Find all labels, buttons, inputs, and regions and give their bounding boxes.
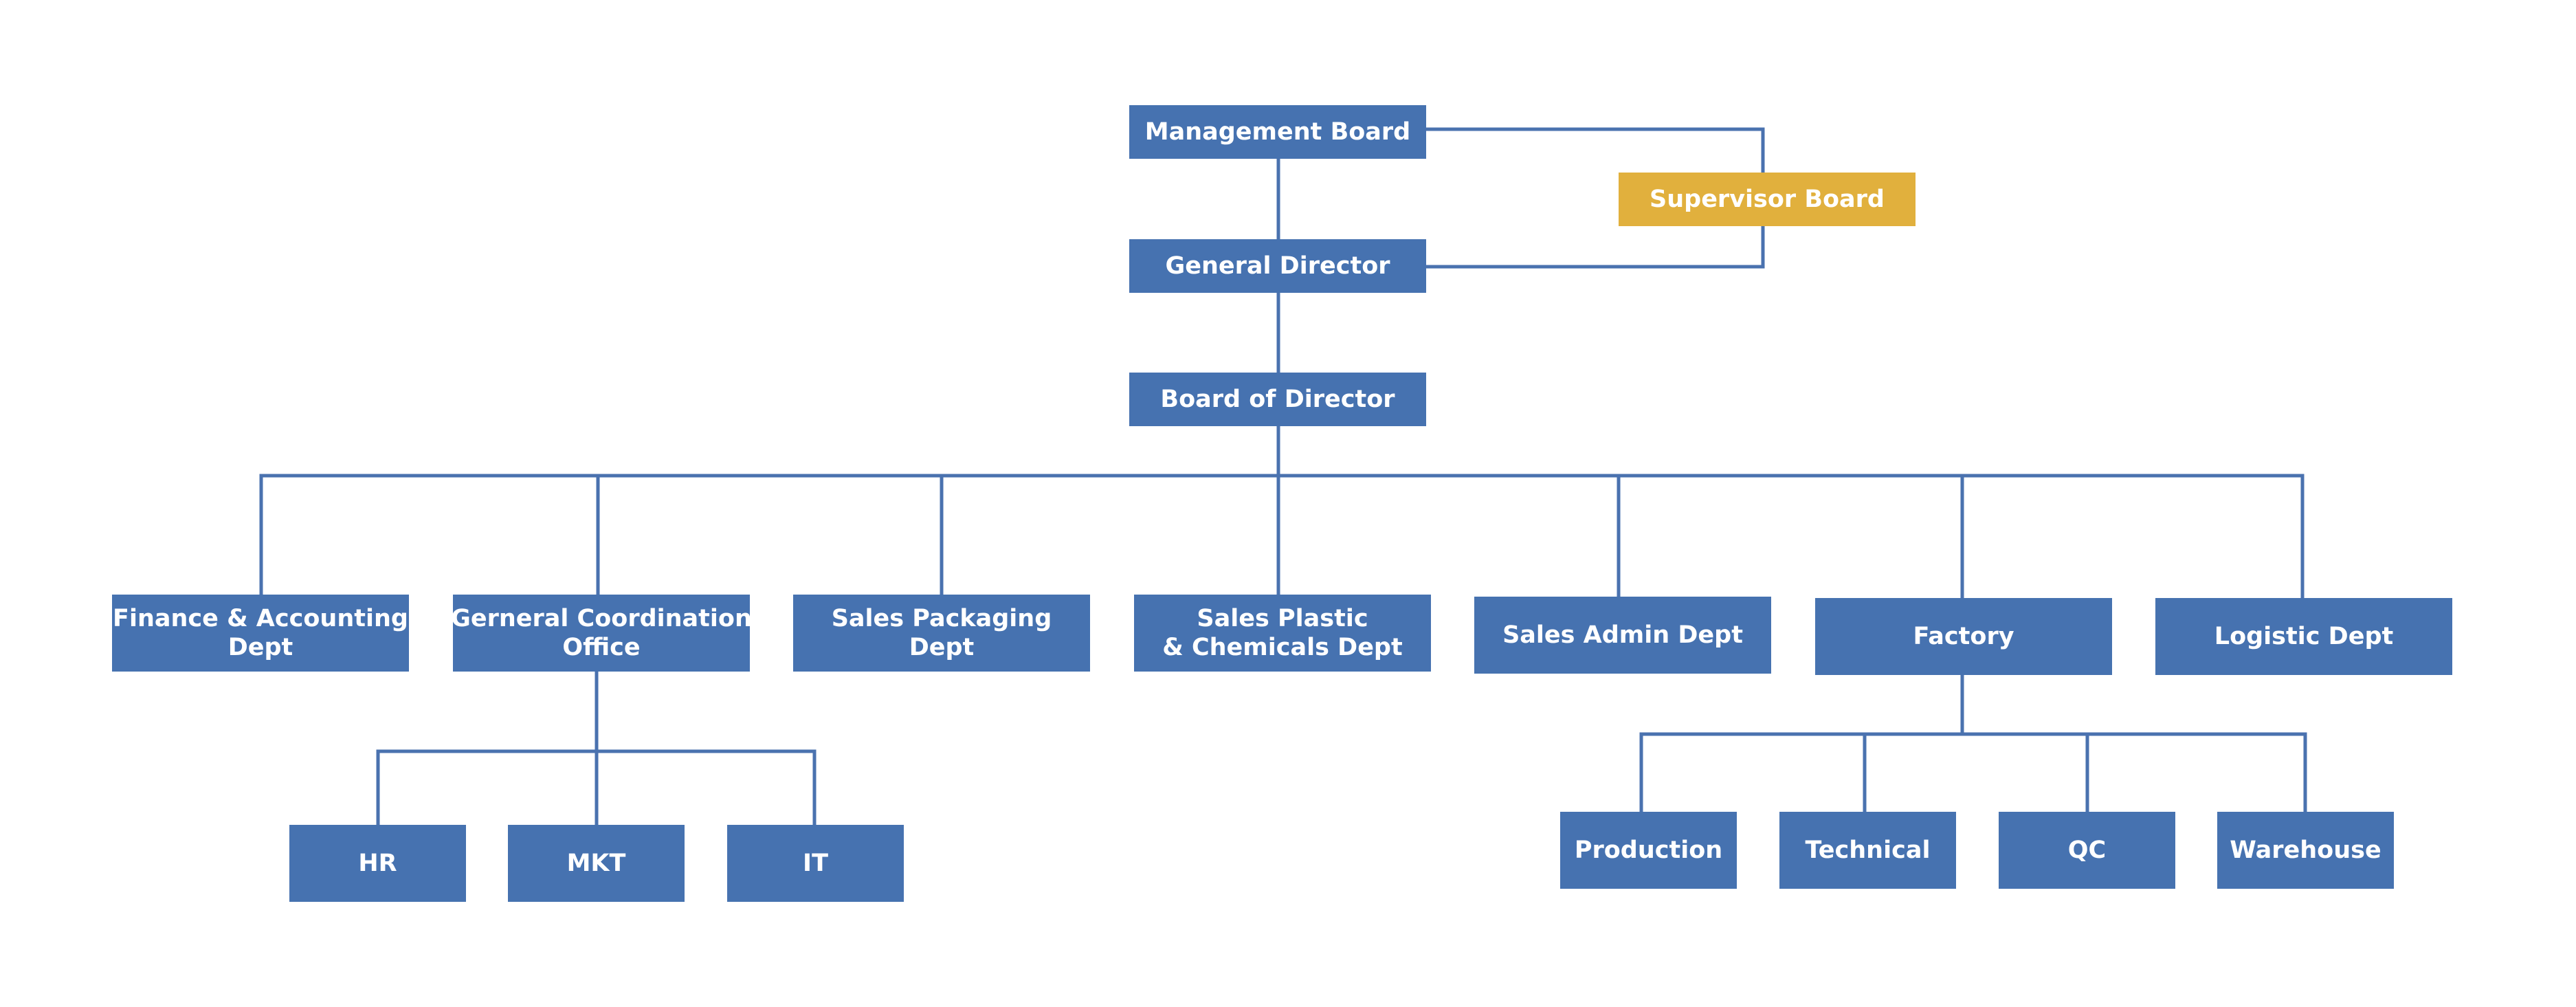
node-label: Dept: [228, 634, 293, 661]
node-label: & Chemicals Dept: [1162, 634, 1402, 661]
node-box: [508, 825, 685, 902]
node-sales-plastic: Sales Plastic& Chemicals Dept: [1134, 595, 1431, 672]
node-box: [1134, 595, 1431, 672]
node-label: MKT: [567, 850, 626, 877]
node-label: IT: [803, 850, 828, 877]
node-production: Production: [1560, 812, 1737, 889]
node-factory: Factory: [1815, 598, 2112, 675]
node-label: Gerneral Coordination: [451, 605, 752, 632]
node-box: [1779, 812, 1956, 889]
node-box: [1474, 597, 1771, 674]
node-box: [453, 595, 750, 672]
node-box: [1129, 239, 1426, 293]
node-box: [1560, 812, 1737, 889]
node-hr: HR: [289, 825, 466, 902]
node-warehouse: Warehouse: [2217, 812, 2394, 889]
node-qc: QC: [1999, 812, 2175, 889]
node-label: Board of Director: [1160, 386, 1395, 413]
node-it: IT: [727, 825, 904, 902]
node-label: Management Board: [1145, 118, 1410, 146]
node-technical: Technical: [1779, 812, 1956, 889]
node-board-of-director: Board of Director: [1129, 373, 1426, 426]
line-coordination-bar: [376, 749, 817, 827]
line-factory-bar: [1639, 732, 2307, 814]
node-label: HR: [358, 850, 397, 877]
node-mkt: MKT: [508, 825, 685, 902]
node-sales-admin: Sales Admin Dept: [1474, 597, 1771, 674]
node-box: [1619, 173, 1916, 226]
node-label: Supervisor Board: [1650, 186, 1885, 213]
node-box: [1129, 373, 1426, 426]
node-label: Production: [1575, 837, 1722, 864]
node-label: Sales Admin Dept: [1502, 621, 1743, 649]
node-label: Logistic Dept: [2214, 623, 2393, 650]
node-box: [1999, 812, 2175, 889]
node-label: Finance & Accounting: [113, 605, 408, 632]
node-box: [1129, 105, 1426, 159]
node-box: [1815, 598, 2112, 675]
connector-lines: [259, 127, 2307, 827]
node-label: General Director: [1165, 252, 1390, 280]
node-label: Dept: [909, 634, 975, 661]
node-box: [2155, 598, 2452, 675]
node-supervisor-board: Supervisor Board: [1619, 173, 1916, 226]
node-label: Factory: [1913, 623, 2014, 650]
node-box: [289, 825, 466, 902]
node-management-board: Management Board: [1129, 105, 1426, 159]
node-label: Warehouse: [2230, 837, 2381, 864]
node-box: [112, 595, 409, 672]
node-general-director: General Director: [1129, 239, 1426, 293]
node-label: Sales Packaging: [832, 605, 1052, 632]
node-label: QC: [2068, 837, 2106, 864]
node-box: [793, 595, 1090, 672]
node-box: [2217, 812, 2394, 889]
node-label: Sales Plastic: [1197, 605, 1368, 632]
node-logistic: Logistic Dept: [2155, 598, 2452, 675]
node-label: Technical: [1806, 837, 1931, 864]
node-box: [727, 825, 904, 902]
node-label: Office: [562, 634, 640, 661]
